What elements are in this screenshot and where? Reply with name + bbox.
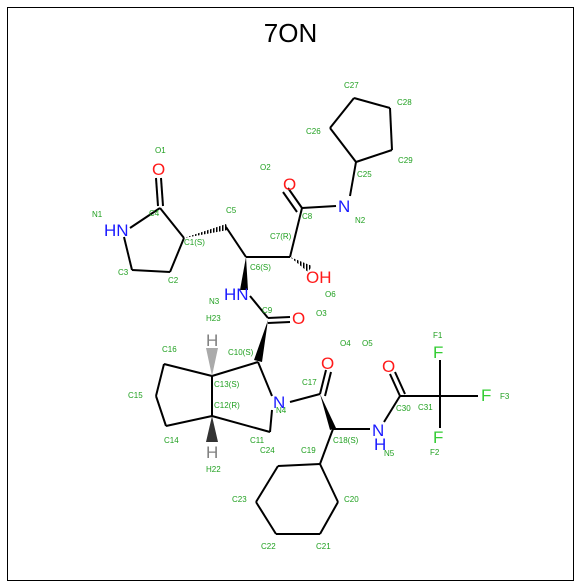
oxygen-o1: O bbox=[152, 160, 165, 179]
label-c6: C6(S) bbox=[250, 263, 271, 272]
fluorine-f2: F bbox=[433, 428, 443, 447]
label-n4: N4 bbox=[276, 406, 287, 415]
label-f3: F3 bbox=[500, 392, 510, 401]
label-c4: C4 bbox=[149, 209, 160, 218]
label-c28: C28 bbox=[397, 98, 412, 107]
label-c10: C10(S) bbox=[228, 348, 254, 357]
fluorine-f1: F bbox=[433, 343, 443, 362]
label-o3: O3 bbox=[316, 309, 327, 318]
label-c17: C17 bbox=[302, 378, 317, 387]
label-o6: O6 bbox=[325, 290, 336, 299]
oxygen-o3: O bbox=[292, 309, 305, 328]
label-c8: C8 bbox=[302, 212, 313, 221]
fluorine-f3: F bbox=[481, 386, 491, 405]
label-h23: H23 bbox=[206, 314, 221, 323]
diagram-frame bbox=[7, 7, 574, 581]
label-c23: C23 bbox=[232, 495, 247, 504]
label-c20: C20 bbox=[344, 495, 359, 504]
label-c21: C21 bbox=[316, 542, 331, 551]
label-c11: C11 bbox=[250, 436, 265, 445]
label-c19: C19 bbox=[301, 446, 316, 455]
label-c15: C15 bbox=[128, 391, 143, 400]
label-c24: C24 bbox=[260, 446, 275, 455]
label-c1: C1(S) bbox=[184, 238, 205, 247]
label-c27: C27 bbox=[344, 81, 359, 90]
nitrogen-n2: N bbox=[338, 197, 350, 216]
nitrogen-n1: HN bbox=[104, 221, 129, 240]
label-c30: C30 bbox=[396, 404, 411, 413]
oxygen-o5: O bbox=[382, 357, 395, 376]
page-title: 7ON bbox=[263, 18, 318, 48]
label-c16: C16 bbox=[162, 345, 177, 354]
label-c7: C7(R) bbox=[270, 232, 292, 241]
label-c31: C31 bbox=[418, 403, 433, 412]
label-c29: C29 bbox=[398, 156, 413, 165]
label-c12: C12(R) bbox=[214, 401, 240, 410]
atom-labels: O1 N1 C4 C3 C2 C1(S) C5 O2 C8 C7(R) N2 C… bbox=[92, 81, 510, 551]
label-n3: N3 bbox=[209, 297, 220, 306]
label-f2: F2 bbox=[430, 448, 440, 457]
label-c25: C25 bbox=[357, 170, 372, 179]
hydrogen-h23: H bbox=[206, 331, 218, 350]
label-c3: C3 bbox=[118, 268, 129, 277]
oxygen-o2: O bbox=[283, 175, 296, 194]
label-c26: C26 bbox=[306, 127, 321, 136]
nitrogen-n4: N bbox=[273, 393, 285, 412]
label-c18: C18(S) bbox=[333, 436, 359, 445]
nitrogen-n3: HN bbox=[224, 285, 249, 304]
label-n5: N5 bbox=[384, 449, 395, 458]
hydrogen-h22: H bbox=[206, 443, 218, 462]
label-o1: O1 bbox=[155, 146, 166, 155]
label-c9: C9 bbox=[262, 306, 273, 315]
label-h22: H22 bbox=[206, 465, 221, 474]
hydrogen-n5: H bbox=[374, 435, 386, 454]
oxygen-o4: O bbox=[321, 354, 334, 373]
nitrogen-n5: N bbox=[372, 421, 384, 440]
label-c13: C13(S) bbox=[214, 380, 240, 389]
label-c22: C22 bbox=[261, 542, 276, 551]
label-n1: N1 bbox=[92, 210, 103, 219]
bond-layer bbox=[123, 97, 478, 535]
label-n2: N2 bbox=[355, 216, 366, 225]
element-symbols: HN O O N OH HN O N O O N H F F F H H bbox=[104, 160, 491, 462]
label-o5: O5 bbox=[362, 339, 373, 348]
hydroxyl-o6: OH bbox=[306, 268, 332, 287]
label-o2: O2 bbox=[260, 163, 271, 172]
label-c14: C14 bbox=[164, 436, 179, 445]
label-c5: C5 bbox=[226, 206, 237, 215]
label-f1: F1 bbox=[433, 331, 443, 340]
label-c2: C2 bbox=[168, 276, 179, 285]
label-o4: O4 bbox=[340, 339, 351, 348]
